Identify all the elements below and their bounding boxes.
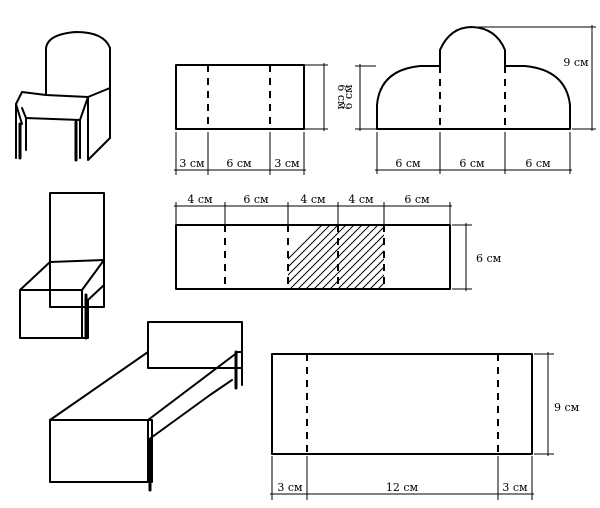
bed-width-label-3: 3 см [502, 481, 528, 494]
bed-height-label: 9 см [554, 401, 580, 414]
back-height-dimension: 9 см [475, 25, 596, 131]
chair-width-label-3: 4 см [300, 193, 326, 206]
bed-width-label-1: 3 см [277, 481, 303, 494]
seat-width-label-2: 6 см [226, 157, 252, 170]
hatched-area [288, 225, 384, 289]
bed-sketch [49, 321, 243, 492]
seat-height-label: 6 см [335, 84, 348, 110]
bed-pattern: 3 см 12 см 3 см 9 см [270, 352, 580, 500]
chair-pattern: 4 см 6 см 4 см 4 см 6 см 6 см [174, 193, 502, 291]
seat-width-label-1: 3 см [179, 157, 205, 170]
back-width-label-3: 6 см [525, 157, 551, 170]
armchair-sketch [15, 31, 111, 162]
chair-width-label-1: 4 см [187, 193, 213, 206]
bed-width-label-2: 12 см [386, 481, 419, 494]
armchair-seat-pattern: 3 см 6 см 3 см 6 см [174, 63, 348, 175]
back-height-label: 9 см [563, 56, 589, 69]
armchair-back-pattern: 6 см 6 см 6 см 6 см 9 см [342, 25, 596, 174]
back-side-height-dimension: 6 см [342, 64, 376, 131]
back-width-dimension: 6 см 6 см 6 см [375, 132, 572, 174]
seat-width-dimension: 3 см 6 см 3 см [174, 132, 306, 175]
bed-width-dimension: 3 см 12 см 3 см [270, 456, 534, 500]
bed-height-dimension: 9 см [534, 352, 580, 456]
seat-height-dimension: 6 см [304, 63, 348, 131]
back-side-height-label: 6 см [342, 84, 355, 110]
back-width-label-1: 6 см [395, 157, 421, 170]
chair-width-label-2: 6 см [243, 193, 269, 206]
chair-width-label-5: 6 см [404, 193, 430, 206]
chair-height-dimension: 6 см [452, 223, 502, 291]
chair-width-label-4: 4 см [348, 193, 374, 206]
chair-width-dimension: 4 см 6 см 4 см 4 см 6 см [174, 193, 452, 224]
chair-height-label: 6 см [476, 252, 502, 265]
chair-sketch [19, 192, 105, 340]
back-width-label-2: 6 см [459, 157, 485, 170]
seat-width-label-3: 3 см [274, 157, 300, 170]
